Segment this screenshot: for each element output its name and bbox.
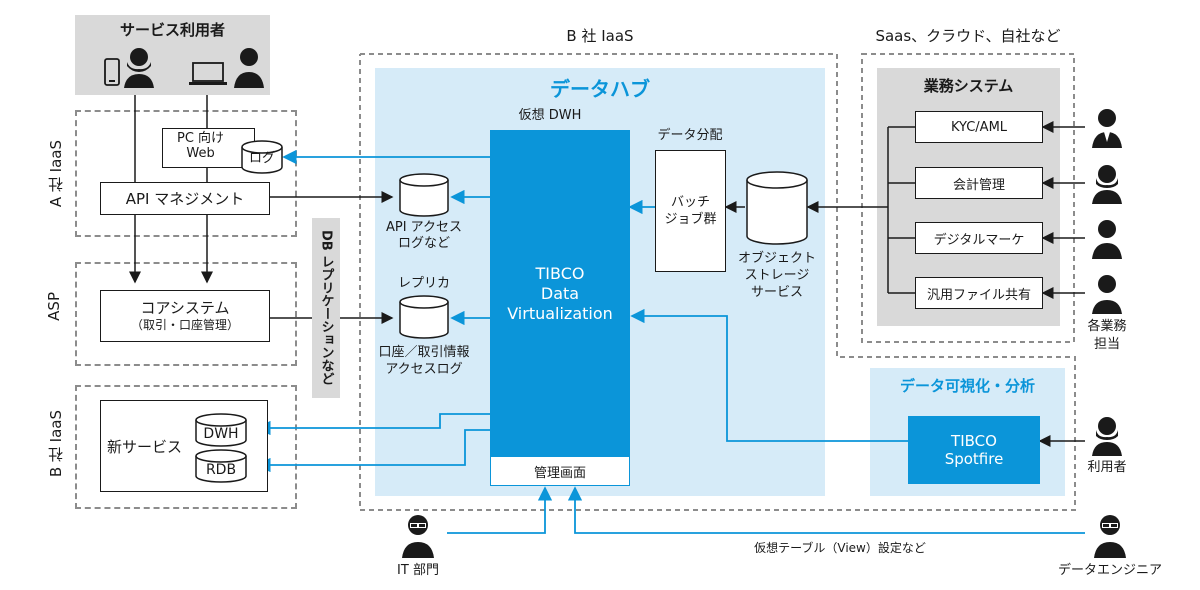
- staff-label: 各業務 担当: [1087, 319, 1127, 352]
- dwh-label: DWH: [203, 426, 239, 442]
- batch-job-box: バッチ ジョブ群: [655, 150, 726, 272]
- batch-job-label: バッチ ジョブ群: [664, 195, 717, 227]
- api-management-label: API マネジメント: [125, 190, 245, 208]
- object-storage-cylinder-icon: [746, 171, 808, 245]
- admin-screen-box[interactable]: 管理画面: [490, 456, 630, 486]
- staff-man-2-icon: [1092, 220, 1122, 259]
- db-replication-bar: [312, 218, 340, 398]
- dwh-cylinder-icon: [195, 413, 247, 447]
- man-user-icon: [234, 48, 264, 88]
- data-engineer-icon: [1094, 515, 1126, 558]
- business-item-label: 汎用ファイル共有: [926, 287, 1031, 303]
- view-setting-label: 仮想テーブル（View）設定など: [754, 541, 926, 555]
- staff-woman-2-icon: [1092, 275, 1122, 314]
- staff-woman-icon: [1092, 165, 1122, 204]
- zone-b-iaas-left: [75, 385, 297, 509]
- staff-man-icon: [1092, 109, 1122, 148]
- analytics-user-label: 利用者: [1087, 460, 1127, 475]
- virtual-dwh-label: 仮想 DWH: [518, 108, 582, 123]
- admin-screen-label: 管理画面: [533, 465, 586, 481]
- core-system-sub-label: （取引・口座管理）: [130, 318, 239, 332]
- it-dept-label: IT 部門: [397, 563, 439, 578]
- business-title: 業務システム: [923, 77, 1014, 95]
- core-system-box: コアシステム （取引・口座管理）: [100, 290, 270, 342]
- account-log-label: 口座／取引情報 アクセスログ: [378, 345, 470, 377]
- api-access-log-cylinder-icon: [399, 173, 449, 217]
- db-replication-label: DB レプリケーションなど: [318, 230, 334, 386]
- log-label: ログ: [248, 151, 275, 166]
- business-item-label: 会計管理: [952, 177, 1005, 193]
- api-access-log-label: API アクセス ログなど: [385, 220, 463, 251]
- zone-label-b-iaas-top: B 社 IaaS: [566, 27, 634, 45]
- spotfire-box: TIBCO Spotfire: [908, 416, 1040, 484]
- zone-asp: [75, 262, 297, 366]
- log-cylinder-icon: [241, 140, 283, 174]
- data-engineer-label: データエンジニア: [1057, 563, 1162, 578]
- laptop-icon: [189, 62, 227, 85]
- analytics-title: データ可視化・分析: [899, 377, 1035, 395]
- core-system-label: コアシステム: [140, 299, 230, 317]
- rdb-cylinder-icon: [195, 449, 247, 483]
- replica-cylinder-icon: [399, 295, 449, 339]
- spotfire-label: TIBCO Spotfire: [944, 432, 1004, 468]
- business-item-label: KYC/AML: [950, 119, 1008, 135]
- rdb-label: RDB: [205, 462, 237, 478]
- data-dist-label: データ分配: [657, 128, 723, 143]
- business-item-label: デジタルマーケ: [933, 232, 1025, 248]
- tibco-dv-box: [490, 130, 630, 486]
- api-management-box: API マネジメント: [100, 182, 270, 215]
- analytics-user-icon: [1092, 417, 1122, 456]
- new-service-label: 新サービス: [107, 437, 183, 456]
- smartphone-icon: [104, 58, 120, 86]
- pc-web-label: PC 向け Web: [177, 131, 225, 161]
- pc-web-box: PC 向け Web: [162, 128, 255, 168]
- business-item-kyc: KYC/AML: [915, 111, 1043, 143]
- service-users-title: サービス利用者: [119, 21, 225, 39]
- replica-label: レプリカ: [397, 276, 450, 291]
- data-hub-title: データハブ: [550, 77, 650, 101]
- woman-user-icon: [124, 48, 154, 88]
- object-storage-label: オブジェクト ストレージ サービス: [737, 251, 816, 300]
- business-item-digital-marketing: デジタルマーケ: [915, 222, 1043, 254]
- tibco-dv-label: TIBCO Data Virtualization: [507, 264, 613, 323]
- it-dept-person-icon: [402, 515, 434, 558]
- zone-a-iaas: [75, 110, 297, 237]
- business-item-file-sharing: 汎用ファイル共有: [915, 277, 1043, 309]
- zone-label-saas: Saas、クラウド、自社など: [875, 27, 1061, 45]
- business-item-accounting: 会計管理: [915, 167, 1043, 199]
